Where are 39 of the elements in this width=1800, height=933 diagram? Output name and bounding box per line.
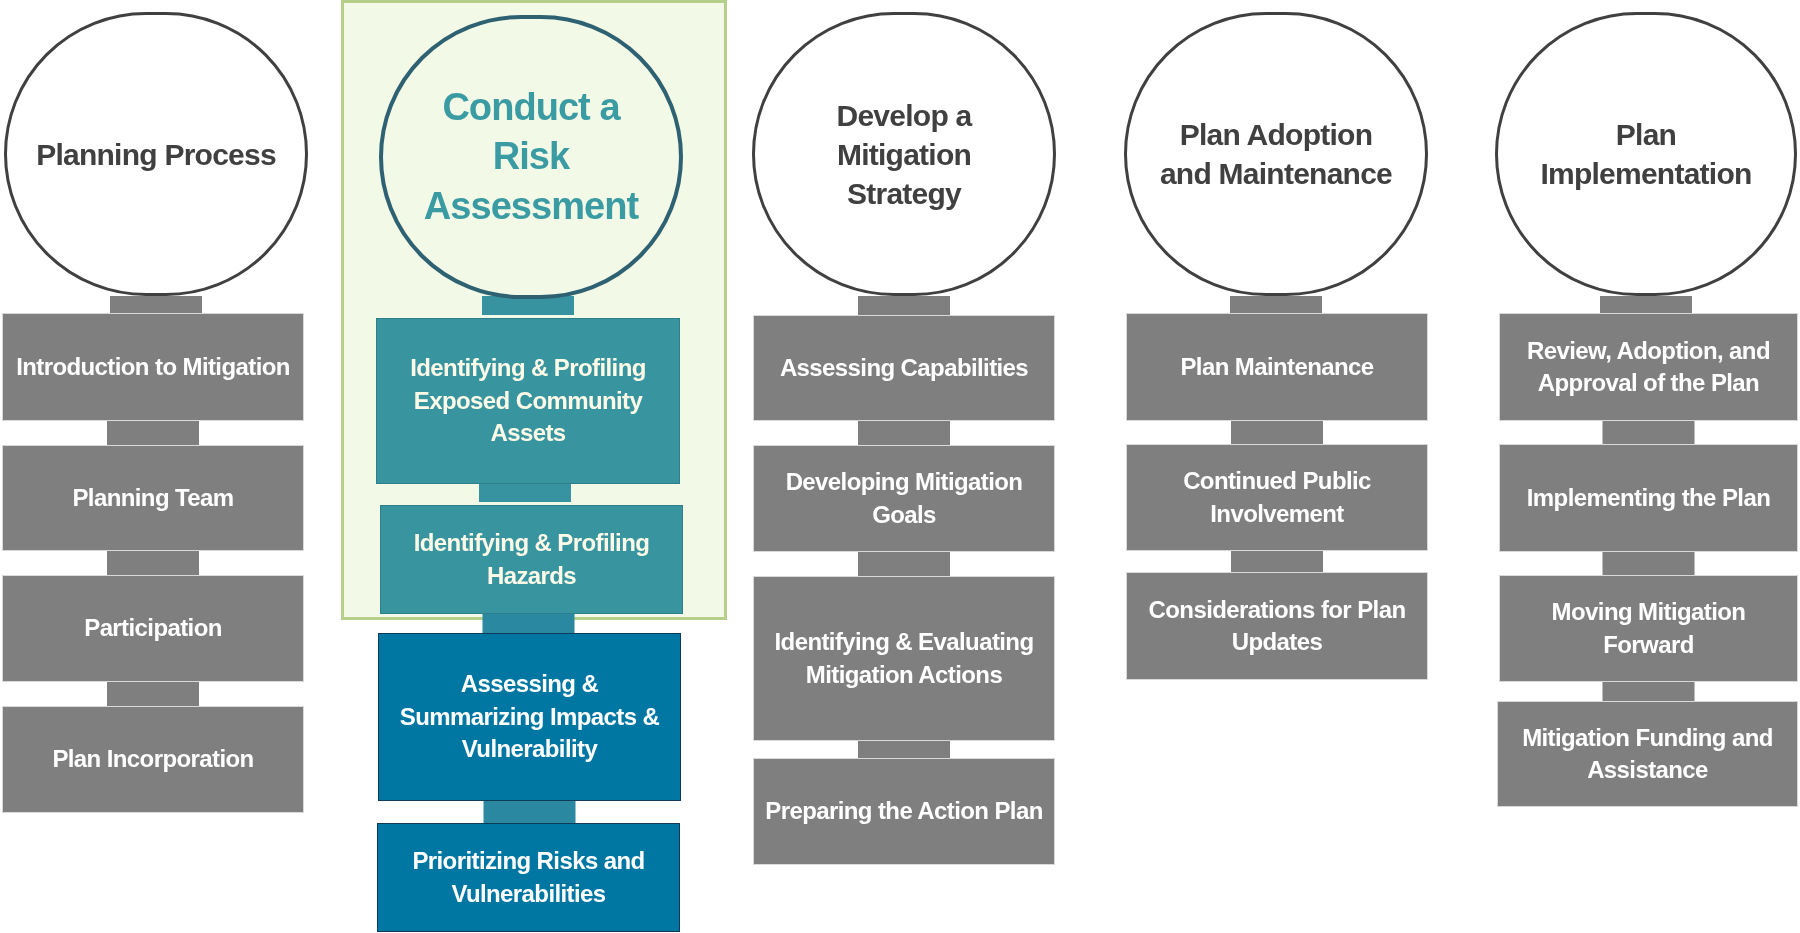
connector-bar bbox=[1600, 296, 1692, 313]
connector-bar bbox=[479, 481, 571, 502]
step-box: Moving Mitigation Forward bbox=[1499, 575, 1798, 682]
step-box: Implementing the Plan bbox=[1499, 444, 1798, 552]
connector-bar bbox=[858, 741, 950, 758]
step-box: Planning Team bbox=[2, 445, 304, 551]
connector-bar bbox=[110, 296, 202, 313]
connector-bar bbox=[482, 611, 575, 633]
highlight-panel bbox=[341, 0, 727, 620]
connector-bar bbox=[858, 552, 950, 576]
step-box: Participation bbox=[2, 575, 304, 682]
step-box: Identifying & Profiling Hazards bbox=[380, 505, 683, 614]
step-box: Continued Public Involvement bbox=[1126, 444, 1428, 551]
step-box: Considerations for Plan Updates bbox=[1126, 572, 1428, 680]
connector-bar bbox=[858, 296, 950, 315]
connector-bar bbox=[107, 421, 199, 445]
step-box: Introduction to Mitigation bbox=[2, 313, 304, 421]
connector-bar bbox=[1230, 296, 1322, 313]
step-box: Plan Maintenance bbox=[1126, 313, 1428, 421]
step-box: Assessing Capabilities bbox=[753, 315, 1055, 421]
step-box: Mitigation Funding and Assistance bbox=[1497, 701, 1798, 807]
connector-bar bbox=[1231, 551, 1323, 572]
connector-bar bbox=[107, 682, 199, 706]
step-box: Developing Mitigation Goals bbox=[753, 445, 1055, 552]
step-box: Assessing & Summarizing Impacts & Vulnerability bbox=[378, 633, 681, 801]
step-box: Prioritizing Risks and Vulnerabilities bbox=[377, 823, 680, 932]
connector-bar bbox=[1602, 682, 1695, 701]
step-box: Identifying & Evaluating Mitigation Actions bbox=[753, 576, 1055, 741]
step-box: Review, Adoption, and Approval of the Plan bbox=[1499, 313, 1798, 421]
step-box: Plan Incorporation bbox=[2, 706, 304, 813]
step-box: Identifying & Profiling Exposed Community Assets bbox=[376, 318, 680, 484]
connector-bar bbox=[1602, 552, 1695, 575]
connector-bar bbox=[858, 421, 950, 445]
step-box: Preparing the Action Plan bbox=[753, 758, 1055, 865]
connector-bar bbox=[482, 296, 574, 315]
connector-bar bbox=[1231, 421, 1323, 444]
connector-bar bbox=[483, 801, 576, 823]
connector-bar bbox=[107, 551, 199, 575]
connector-bar bbox=[1602, 421, 1695, 444]
